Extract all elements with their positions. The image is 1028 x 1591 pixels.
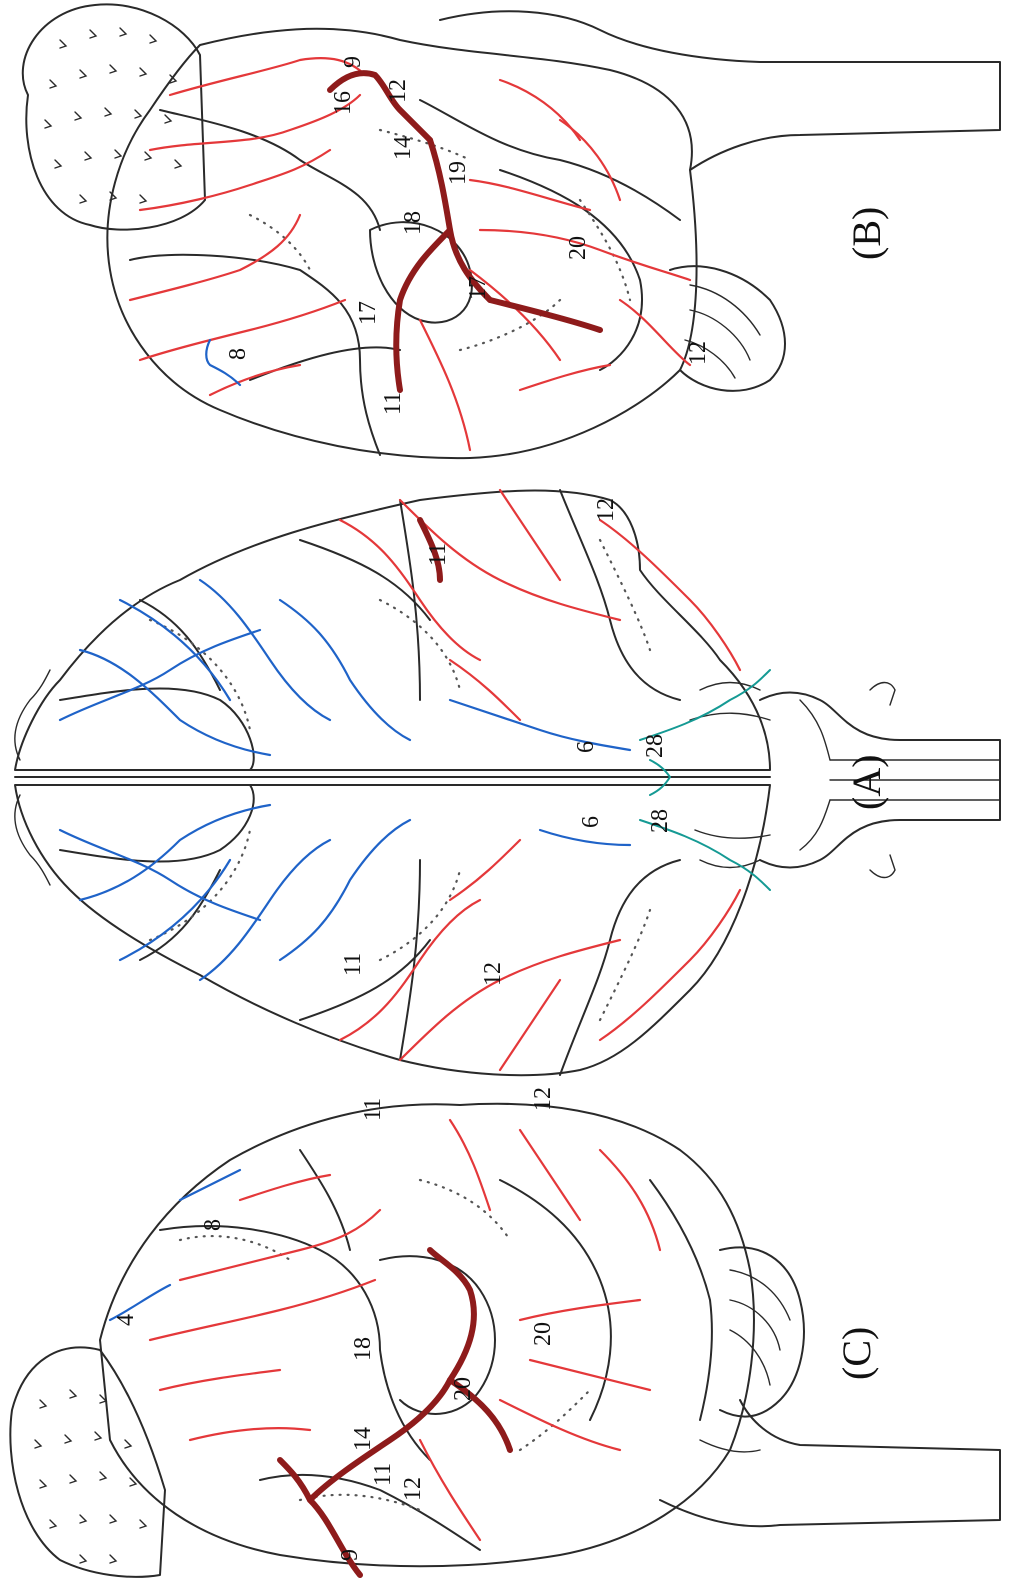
sulcus-b-4 xyxy=(370,222,472,322)
sulcus-c-1 xyxy=(160,1226,430,1460)
label-a-11b: 11 xyxy=(340,953,366,976)
panel-a-label: (A) xyxy=(844,754,889,810)
label-b-17b: 17 xyxy=(465,276,491,300)
sulcus-c-3 xyxy=(500,1180,611,1420)
sulcus-a-2 xyxy=(140,600,220,690)
trunk-arteries-c xyxy=(280,1250,510,1575)
bulb-hatching-b xyxy=(45,28,181,203)
label-c-20: 20 xyxy=(530,1322,556,1346)
sulcus-a-8 xyxy=(400,860,420,1060)
cerebellum-folia-c xyxy=(700,1270,790,1452)
label-a-6b: 6 xyxy=(578,816,604,828)
sulcus-b-6 xyxy=(250,347,400,380)
cranial-nerve-a-1 xyxy=(870,683,895,706)
vein-b xyxy=(206,340,240,385)
sulcus-b-1 xyxy=(130,255,380,455)
bulb-hatching-c xyxy=(35,1390,146,1563)
arteries-a xyxy=(340,490,740,1070)
brainstem-c xyxy=(660,1400,1000,1526)
hemisphere-outline-c xyxy=(100,1104,754,1566)
sulcus-a-5 xyxy=(300,540,430,620)
label-c-18: 18 xyxy=(350,1337,376,1361)
veins-c xyxy=(110,1170,240,1320)
label-b-17a: 17 xyxy=(355,301,381,325)
label-c-11: 11 xyxy=(360,1098,386,1121)
label-b-12: 12 xyxy=(385,79,411,103)
label-c-12b: 12 xyxy=(400,1477,426,1501)
sulcus-a-3 xyxy=(60,785,254,862)
panel-a: 11 12 6 28 6 28 11 12 (A) xyxy=(15,490,1000,1075)
label-c-12: 12 xyxy=(530,1087,556,1111)
panel-b-numbers: 9 12 16 14 19 18 20 17 17 8 11 12 xyxy=(225,56,711,415)
panel-a-numbers: 11 12 6 28 6 28 11 12 xyxy=(340,498,673,986)
arteries-c xyxy=(150,1120,660,1540)
panel-b-label: (B) xyxy=(844,207,889,260)
sulcus-a-10 xyxy=(560,860,680,1075)
sulcus-a-4 xyxy=(140,870,220,960)
sulcus-c-5 xyxy=(650,1180,712,1420)
label-c-11b: 11 xyxy=(370,1463,396,1486)
label-b-12b: 12 xyxy=(685,341,711,365)
olfactory-bulb-c xyxy=(10,1348,165,1577)
veins-a xyxy=(60,580,630,980)
panel-b: 9 12 16 14 19 18 20 17 17 8 11 12 (B) xyxy=(23,4,1000,458)
label-c-8: 8 xyxy=(200,1219,226,1231)
sulcus-a-6 xyxy=(300,940,430,1020)
label-b-8: 8 xyxy=(225,348,251,360)
label-a-28b: 28 xyxy=(647,809,673,833)
label-b-11: 11 xyxy=(380,392,406,415)
label-b-20: 20 xyxy=(565,236,591,260)
label-b-19: 19 xyxy=(445,161,471,185)
stipple-a xyxy=(150,540,650,1020)
label-c-4: 4 xyxy=(113,1314,139,1326)
label-a-12b: 12 xyxy=(480,962,506,986)
cranial-nerve-a-2 xyxy=(870,855,895,878)
label-a-11: 11 xyxy=(425,543,451,566)
panel-c-label: (C) xyxy=(834,1327,879,1380)
label-b-9: 9 xyxy=(340,56,366,68)
label-c-9: 9 xyxy=(337,1549,363,1561)
stipple-c xyxy=(180,1180,590,1510)
label-a-28: 28 xyxy=(642,734,668,758)
panel-c-numbers: 11 12 8 4 20 18 20 14 11 12 9 xyxy=(113,1087,556,1561)
sulcus-a-7 xyxy=(400,500,420,700)
sulcus-a-1 xyxy=(60,688,254,770)
teal-vessels-a xyxy=(640,670,770,890)
panel-c: 11 12 8 4 20 18 20 14 11 12 9 (C) xyxy=(10,1087,1000,1577)
label-a-12: 12 xyxy=(593,498,619,522)
label-c-14: 14 xyxy=(350,1427,376,1451)
label-b-16: 16 xyxy=(330,91,356,115)
label-b-14: 14 xyxy=(390,136,416,160)
sulcus-b-3 xyxy=(420,100,680,220)
label-a-6: 6 xyxy=(573,741,599,753)
sulcus-c-2 xyxy=(380,1256,495,1414)
label-b-18: 18 xyxy=(400,211,426,235)
label-c-20b: 20 xyxy=(450,1377,476,1401)
